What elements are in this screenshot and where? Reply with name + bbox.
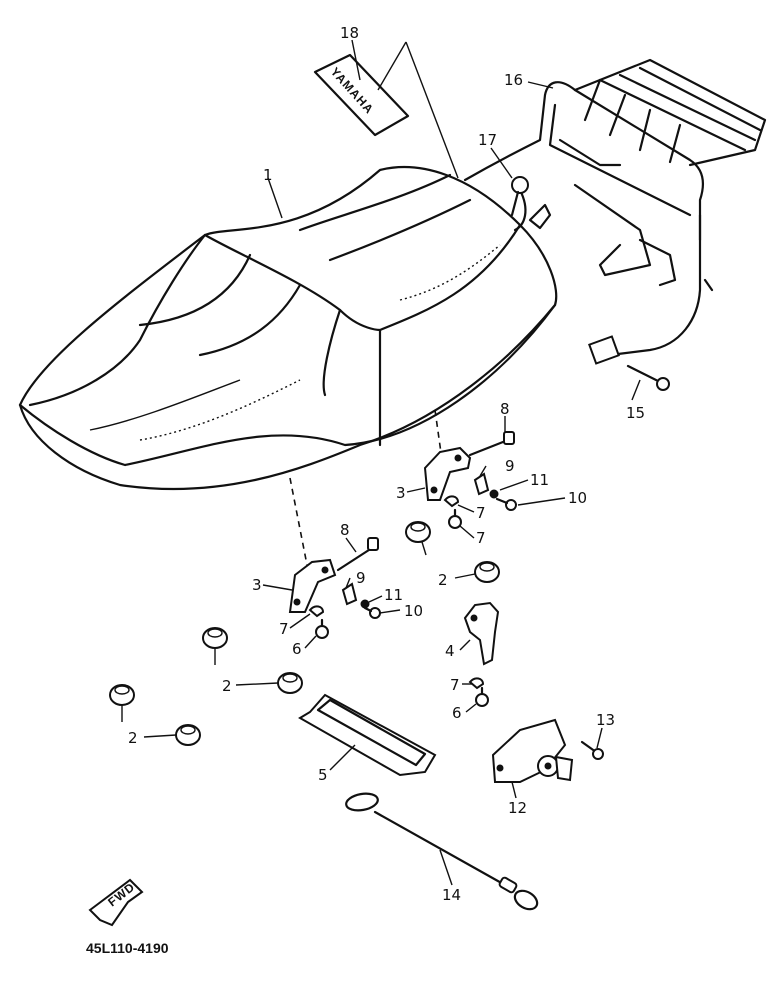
callout-4: 4 <box>445 642 455 660</box>
callout-7-front: 7 <box>279 620 289 638</box>
callout-8-rear: 8 <box>500 400 510 418</box>
callout-18: 18 <box>340 24 359 42</box>
callout-11-rear: 11 <box>530 471 549 489</box>
callout-2-a: 2 <box>438 571 448 589</box>
clip-9-rear <box>473 472 490 496</box>
callout-6-front: 6 <box>292 640 302 658</box>
rear-rack <box>463 58 767 365</box>
bolt-8-front <box>336 537 379 572</box>
callout-3-front: 3 <box>252 576 262 594</box>
callout-16: 17 <box>478 131 497 149</box>
screw-6-rear <box>448 508 462 529</box>
callout-13: 13 <box>596 711 615 729</box>
callout-1: 1 <box>263 166 273 184</box>
catalog-code: 45L110-4190 <box>86 940 169 956</box>
damper-2-f <box>175 724 201 746</box>
damper-2-b <box>474 561 500 583</box>
callout-7-hook: 7 <box>450 676 460 694</box>
leader-18c <box>405 41 459 179</box>
screw-13 <box>580 740 604 760</box>
callout-9-rear: 9 <box>505 457 515 475</box>
bracket-3-rear <box>423 446 472 501</box>
callout-3-rear: 3 <box>396 484 406 502</box>
callout-8-front: 8 <box>340 521 350 539</box>
callout-2-c: 2 <box>222 677 232 695</box>
leader-18 <box>351 39 361 81</box>
callout-12: 12 <box>508 799 527 817</box>
screw-10-rear <box>495 497 517 511</box>
leader-18b <box>377 41 407 91</box>
callout-17: 14 <box>442 886 461 904</box>
bolt-16 <box>510 176 529 217</box>
clip-7-hook <box>468 677 485 690</box>
callout-10-front: 10 <box>404 602 423 620</box>
fix-line-rear <box>434 409 443 461</box>
callout-15: 15 <box>626 404 645 422</box>
clip-9-front <box>341 582 358 606</box>
seat-hook-4 <box>463 601 500 666</box>
callout-6-hook: 6 <box>452 704 462 722</box>
callout-9-front: 9 <box>356 569 366 587</box>
callout-10-rear: 10 <box>568 489 587 507</box>
callout-7-rear: 7 <box>476 504 486 522</box>
callout-5: 5 <box>318 766 328 784</box>
seat-lock-12 <box>491 718 574 783</box>
leader-lines <box>121 81 641 886</box>
svg-text:YAMAHA: YAMAHA <box>328 65 377 117</box>
damper-2-c <box>202 627 228 649</box>
bolt-15 <box>626 364 670 391</box>
cable-17 <box>345 792 539 911</box>
screw-6-front <box>315 618 329 639</box>
fix-line-front <box>289 477 309 571</box>
damper-2-e <box>109 684 135 706</box>
clip-7-front <box>308 605 325 618</box>
damper-2-d <box>277 672 303 694</box>
callout-11-front: 11 <box>384 586 403 604</box>
callout-14: 16 <box>504 71 523 89</box>
damper-2-a <box>405 521 431 543</box>
bracket-3-front <box>288 558 337 613</box>
callout-6-rear: 7 <box>476 529 486 547</box>
screw-6-hook <box>475 686 489 707</box>
clip-7-rear <box>443 495 460 508</box>
bolt-8-rear <box>468 431 515 457</box>
seat <box>18 166 558 491</box>
yamaha-emblem: YAMAHA <box>313 53 410 137</box>
washer-11-rear <box>489 489 499 499</box>
screw-10-front <box>363 606 381 619</box>
callout-labels: 18 16 17 1 15 8 3 9 11 10 7 7 2 8 3 9 11… <box>128 24 645 904</box>
washer-11-front <box>360 599 370 609</box>
front-arrow-icon: FWD <box>88 878 144 927</box>
callout-2-e: 2 <box>128 729 138 747</box>
tray-5 <box>298 693 437 777</box>
